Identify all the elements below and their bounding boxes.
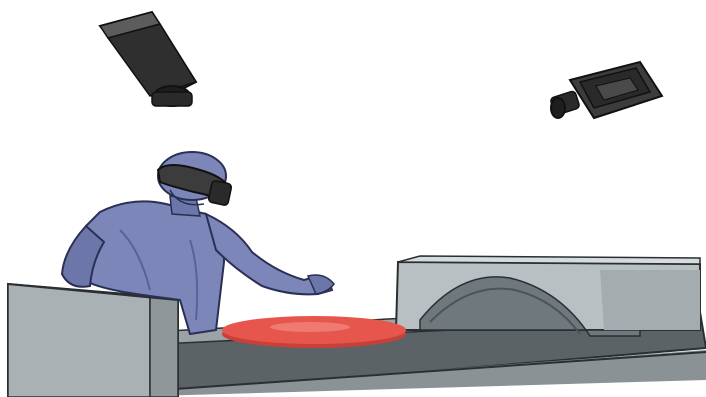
tunnel-housing: [396, 256, 700, 336]
overhead-camera: [100, 12, 196, 106]
red-disc-object: [222, 316, 406, 348]
left-housing: [8, 284, 178, 397]
side-camera: [550, 62, 662, 118]
